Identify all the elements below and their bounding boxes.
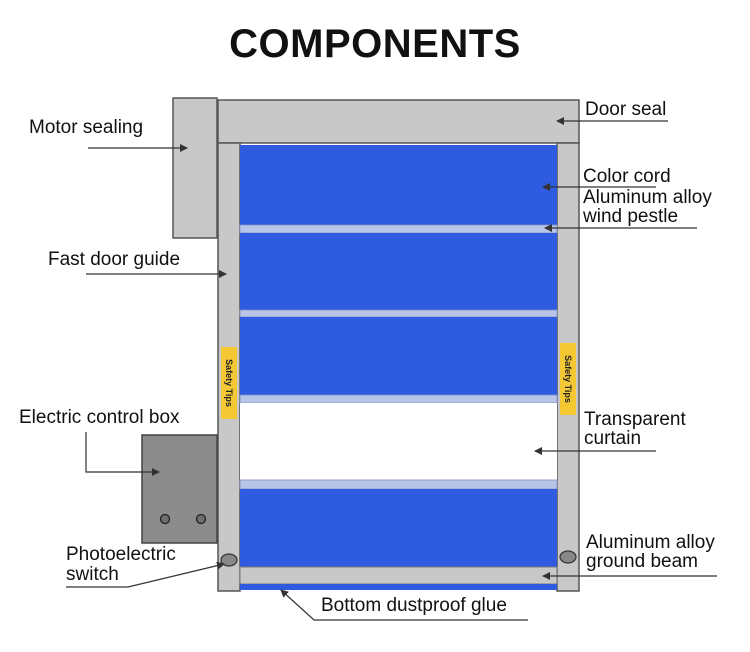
label-color-cord: Color cord bbox=[583, 166, 671, 187]
leader-electric-control-box bbox=[85, 432, 160, 476]
transparent-curtain-panel bbox=[240, 403, 557, 480]
curtain-panel-2 bbox=[240, 233, 557, 310]
label-bottom-dustproof-glue: Bottom dustproof glue bbox=[321, 595, 507, 616]
control-box-screw-left bbox=[159, 513, 171, 525]
leader-photoelectric-switch bbox=[66, 561, 225, 588]
photoelectric-sensor-right bbox=[559, 550, 577, 564]
safety-tips-text-right: Safety Tips bbox=[563, 355, 573, 403]
photoelectric-sensor-left bbox=[220, 553, 238, 567]
label-electric-control-box: Electric control box bbox=[19, 407, 180, 428]
label-wind-pestle-line2: wind pestle bbox=[583, 206, 679, 227]
label-wind-pestle-line1: Aluminum alloy bbox=[583, 187, 712, 208]
wind-pestle-bar-3 bbox=[239, 394, 558, 404]
label-door-seal: Door seal bbox=[585, 99, 667, 120]
label-ground-beam-line1: Aluminum alloy bbox=[586, 532, 715, 553]
ground-beam bbox=[239, 566, 558, 585]
safety-tips-text-left: Safety Tips bbox=[224, 359, 234, 407]
wind-pestle-bar-2 bbox=[239, 309, 558, 318]
safety-tips-tab-left: Safety Tips bbox=[221, 347, 237, 419]
electric-control-box bbox=[141, 434, 218, 544]
label-motor-sealing: Motor sealing bbox=[29, 117, 144, 138]
curtain-panel-1 bbox=[240, 145, 557, 225]
wind-pestle-bar-4 bbox=[239, 479, 558, 490]
label-fast-door-guide: Fast door guide bbox=[48, 249, 181, 270]
label-transparent-curtain-line1: Transparent bbox=[584, 409, 686, 430]
label-photoelectric-line2: switch bbox=[66, 564, 119, 585]
curtain-panel-4 bbox=[240, 489, 557, 567]
bottom-dustproof-glue bbox=[240, 584, 557, 590]
label-transparent-curtain-line2: curtain bbox=[584, 428, 642, 449]
label-photoelectric-line1: Photoelectric bbox=[66, 544, 176, 565]
curtain-panel-3 bbox=[240, 317, 557, 395]
safety-tips-tab-right: Safety Tips bbox=[560, 343, 576, 415]
wind-pestle-bar-1 bbox=[239, 224, 558, 234]
leader-bottom-dustproof bbox=[280, 589, 528, 621]
control-box-screw-right bbox=[195, 513, 207, 525]
label-ground-beam-line2: ground beam bbox=[586, 551, 698, 572]
motor-sealing-box bbox=[172, 97, 218, 239]
door-seal-header bbox=[217, 99, 580, 144]
diagram-title: COMPONENTS bbox=[229, 22, 521, 66]
